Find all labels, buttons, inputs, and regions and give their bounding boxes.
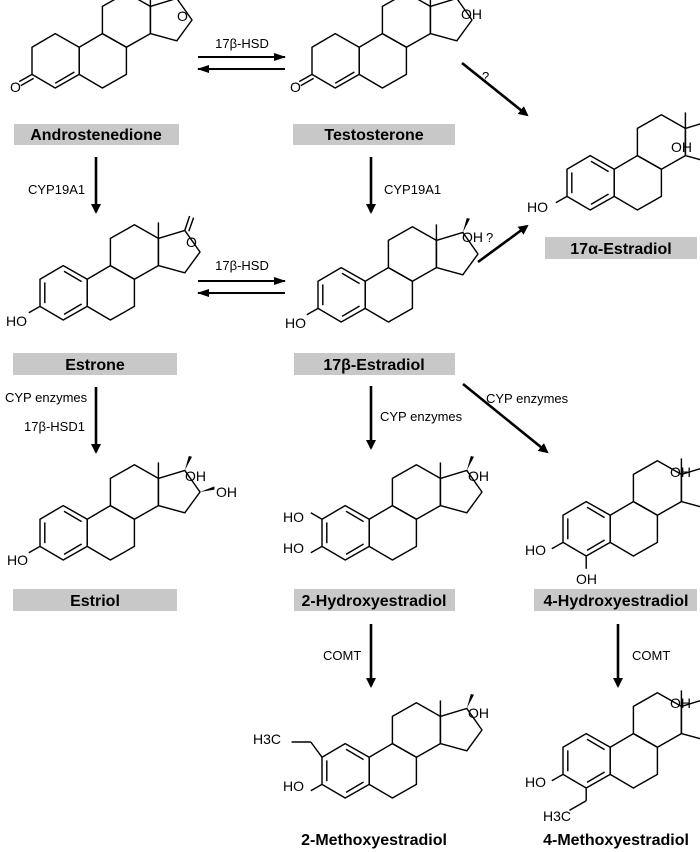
hydroxy2-ho-3: HO <box>283 540 304 556</box>
estradiol-oh-17: OH <box>462 229 483 245</box>
label-testosterone: Testosterone <box>293 124 455 145</box>
enzyme-label-cyp-enzymes-left: CYP enzymes <box>5 390 88 405</box>
enzyme-label-cyp19a1-mid: CYP19A1 <box>384 182 441 197</box>
hydroxy2-name: 2-Hydroxyestradiol <box>302 593 447 610</box>
enzyme-label-cyp-enzymes-right: CYP enzymes <box>486 391 569 406</box>
testosterone-name: Testosterone <box>324 127 423 144</box>
enzyme-label-cyp-enzymes-mid: CYP enzymes <box>380 409 463 424</box>
hydroxy4-oh-17: OH <box>670 464 691 480</box>
testosterone-oxygen-3: O <box>290 79 301 95</box>
label-beta-estradiol: 17β-Estradiol <box>294 353 455 375</box>
structure-androstenedione <box>18 0 193 89</box>
structure-testosterone <box>298 0 473 89</box>
hydroxy2-ho-2: HO <box>283 509 304 525</box>
enzyme-label-comt-right: COMT <box>632 648 670 663</box>
label-2-hydroxyestradiol: 2-Hydroxyestradiol <box>294 589 455 611</box>
structure-2-methoxyestradiol <box>291 694 483 799</box>
enzyme-label-17b-hsd1-left: 17β-HSD1 <box>24 419 85 434</box>
estrone-oxygen-17: O <box>186 234 197 250</box>
structure-2-hydroxyestradiol <box>310 456 483 561</box>
hydroxy4-oh-4: OH <box>576 571 597 587</box>
estriol-oh-17: OH <box>185 468 206 484</box>
arrow-estradiol-to-alpha-estradiol <box>477 224 529 264</box>
methoxy2-h3c: H3C <box>253 731 281 747</box>
enzyme-label-17b-hsd-mid: 17β-HSD <box>215 258 269 273</box>
structure-17b-estradiol <box>306 218 479 323</box>
testosterone-oh-17: OH <box>461 6 482 22</box>
methoxy2-oh-17: OH <box>468 705 489 721</box>
enzyme-label-unknown-mid: ? <box>486 230 493 245</box>
enzyme-label-17b-hsd-top: 17β-HSD <box>215 36 269 51</box>
estrone-name: Estrone <box>65 357 125 374</box>
equilibrium-estrone-estradiol <box>197 277 286 297</box>
enzyme-label-unknown-top: ? <box>482 69 489 84</box>
androstenedione-name: Androstenedione <box>30 127 162 144</box>
estriol-name: Estriol <box>70 593 120 610</box>
alpha-estradiol-oh-17: OH <box>671 139 692 155</box>
enzyme-label-cyp19a1-left: CYP19A1 <box>28 182 85 197</box>
label-estriol: Estriol <box>13 589 177 611</box>
estrone-ho-3: HO <box>6 313 27 329</box>
methoxy4-h3c: H3C <box>543 808 571 824</box>
structure-estriol <box>28 456 215 561</box>
methoxy2-name: 2-Methoxyestradiol <box>301 832 447 849</box>
hydroxy4-name: 4-Hydroxyestradiol <box>544 593 689 610</box>
alpha-estradiol-ho-3: HO <box>527 199 548 215</box>
methoxy4-ho-3: HO <box>525 774 546 790</box>
methoxy2-ho-3: HO <box>283 778 304 794</box>
label-4-hydroxyestradiol: 4-Hydroxyestradiol <box>534 589 697 611</box>
label-estrone: Estrone <box>13 353 177 375</box>
estriol-oh-16: OH <box>216 484 237 500</box>
estradiol-ho-3: HO <box>285 315 306 331</box>
structure-4-hydroxyestradiol <box>551 457 700 569</box>
androstenedione-oxygen-3: O <box>10 79 21 95</box>
methoxy4-name: 4-Methoxyestradiol <box>543 832 689 849</box>
methoxy4-oh-17: OH <box>670 695 691 711</box>
arrow-estradiol-to-4-hydroxy <box>462 382 549 454</box>
androstenedione-oxygen-17: O <box>177 8 188 24</box>
structure-17a-estradiol <box>555 111 700 211</box>
label-4-methoxyestradiol: 4-Methoxyestradiol <box>543 832 689 849</box>
beta-estradiol-name: 17β-Estradiol <box>323 357 424 374</box>
structure-estrone <box>28 215 201 321</box>
hydroxy4-ho-3: HO <box>525 542 546 558</box>
structure-4-methoxyestradiol <box>551 689 700 812</box>
label-2-methoxyestradiol: 2-Methoxyestradiol <box>301 832 447 849</box>
alpha-estradiol-name: 17α-Estradiol <box>570 241 671 258</box>
equilibrium-androstenedione-testosterone <box>197 53 286 73</box>
estriol-ho-3: HO <box>7 552 28 568</box>
label-androstenedione: Androstenedione <box>14 124 179 145</box>
label-alpha-estradiol: 17α-Estradiol <box>545 237 697 259</box>
enzyme-label-comt-mid: COMT <box>323 648 361 663</box>
hydroxy2-oh-17: OH <box>468 468 489 484</box>
arrow-testosterone-to-alpha-estradiol <box>461 61 529 117</box>
